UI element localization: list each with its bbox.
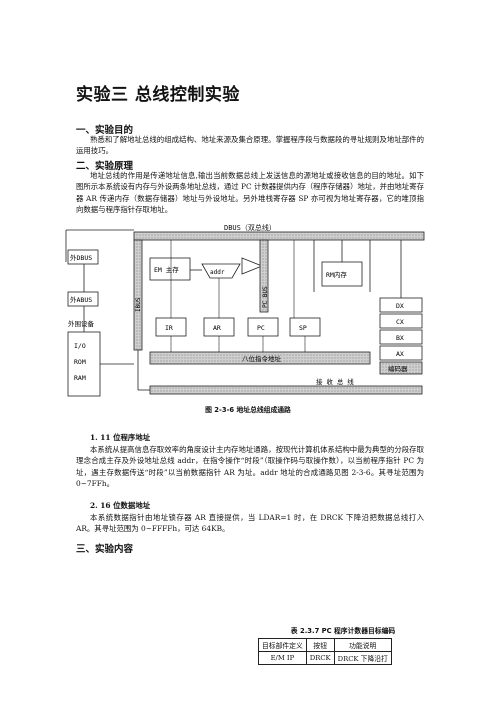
register-ar-label: AR — [213, 324, 221, 332]
target-encoding-table: 目标部件定义 按钮 功能说明 E/M IP DRCK DRCK 下降沿打 — [258, 638, 392, 665]
register-pc-label: PC — [257, 324, 265, 332]
table-caption: 表 2.3.7 PC 程序计数器目标编码 — [290, 627, 396, 635]
em-memory-label: EM 主存 — [154, 265, 179, 274]
ibus-label: IBUS — [135, 297, 142, 312]
ibus-bar — [133, 239, 143, 351]
purpose-paragraph: 熟悉和了解地址总线的组成结构、地址来源及集合原理。掌握程序段与数据段的寻址规则及… — [76, 134, 424, 157]
rm-memory-box — [321, 261, 363, 287]
table-header-cell: 按钮 — [305, 638, 335, 652]
dbus-bar — [133, 231, 425, 241]
address-bus-diagram: DBUS（双总线） 外DBUS 外ABUS 外围设备 I/O ROM RAM I… — [65, 223, 425, 397]
register-bx — [379, 329, 423, 345]
rom-label: ROM — [74, 358, 86, 366]
encoder-label: 编码器 — [388, 364, 408, 373]
table-cell: DRCK 下降沿打 — [333, 651, 392, 665]
register-cx — [379, 313, 423, 329]
ext-device-label: 外围设备 — [68, 319, 95, 328]
section-heading-principle: 二、实验原理 — [76, 161, 134, 172]
purpose-text: 熟悉和了解地址总线的组成结构、地址来源及集合原理。掌握程序段与数据段的寻址规则及… — [76, 135, 424, 156]
receive-bus-label: 接 收 总 线 — [316, 377, 354, 386]
table-cell: E/M IP — [258, 651, 307, 665]
figure-caption: 图 2-3-6 地址总线组成通路 — [205, 406, 291, 414]
addr-mux — [201, 263, 241, 279]
encoder-box — [379, 361, 423, 375]
table-cell: DRCK — [305, 651, 335, 665]
pcbus-bar — [259, 239, 269, 313]
pcbus-label: PC BUS — [262, 286, 269, 308]
table-header-row: 目标部件定义 按钮 功能说明 — [258, 638, 392, 652]
program-address-paragraph: 本系统从提高信息存取效率的角度设计主内存地址通路，按现代计算机体系结构中最为典型… — [76, 444, 424, 490]
data-address-text: 本系统数据指针由地址锁存器 AR 直接提供，当 LDAR=1 时，在 DRCK … — [76, 513, 424, 534]
data-address-paragraph: 本系统数据指针由地址锁存器 AR 直接提供，当 LDAR=1 时，在 DRCK … — [76, 512, 424, 535]
instruction-address-bus — [149, 351, 371, 365]
page-title: 实验三 总线控制实验 — [76, 85, 240, 105]
ext-abus-box — [67, 291, 99, 307]
io-label: I/O — [74, 342, 86, 350]
section-heading-content: 三、实验内容 — [76, 544, 134, 555]
register-dx-label: DX — [396, 302, 404, 310]
rm-memory-label: RM内存 — [326, 270, 347, 279]
ext-abus-label: 外ABUS — [70, 295, 92, 304]
register-sp-label: SP — [299, 324, 307, 332]
register-ax-label: AX — [396, 350, 404, 358]
subsection-title-data-address: 2. 16 位数据地址 — [90, 501, 151, 510]
table-header-cell: 功能说明 — [333, 638, 392, 652]
register-bx-label: BX — [396, 334, 404, 342]
addr-label: addr — [210, 269, 225, 276]
ram-label: RAM — [74, 374, 86, 382]
receive-bus — [149, 385, 423, 395]
em-memory-box — [149, 257, 191, 281]
principle-text: 地址总线的作用是传递地址信息,输出当前数据总线上发送信息的源地址或接收信息的目的… — [76, 171, 424, 215]
dbus-label: DBUS（双总线） — [224, 223, 276, 232]
section-heading-purpose: 一、实验目的 — [76, 125, 134, 136]
register-ax — [379, 345, 423, 361]
table-header-cell: 目标部件定义 — [258, 638, 307, 652]
ext-dbus-label: 外DBUS — [70, 253, 92, 262]
program-address-text: 本系统从提高信息存取效率的角度设计主内存地址通路，按现代计算机体系结构中最为典型… — [76, 445, 424, 489]
ext-dbus-box — [67, 249, 99, 265]
instruction-address-label: 八位指令地址 — [242, 354, 282, 363]
principle-paragraph: 地址总线的作用是传递地址信息,输出当前数据总线上发送信息的源地址或接收信息的目的… — [76, 170, 424, 216]
subsection-title-program-address: 1. 11 位程序地址 — [90, 433, 151, 442]
register-ir-label: IR — [165, 324, 173, 332]
table-row: E/M IP DRCK DRCK 下降沿打 — [258, 651, 392, 665]
register-cx-label: CX — [396, 318, 404, 326]
